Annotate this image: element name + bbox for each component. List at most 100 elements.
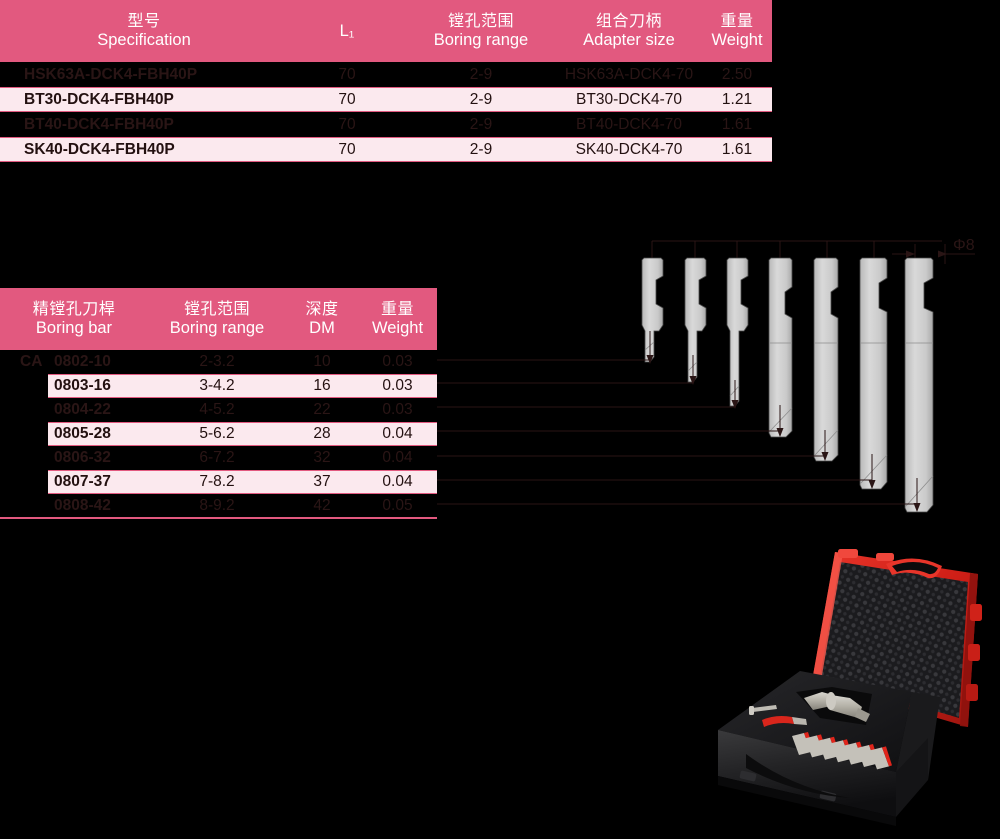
col-boring-bar: 精镗孔刀桿 Boring bar [0,288,148,350]
table-row: CA 0802-10 2-3.2 10 0.03 [0,350,437,374]
cell-boring-bar: 0807-37 [0,469,148,495]
leader-line-5 [437,452,829,461]
col-boring-range-en: Boring range [433,30,529,49]
boring-bar-table: 精镗孔刀桿 Boring bar 镗孔范围 Boring range 深度 DM… [0,288,437,518]
col-depth-dm-en: DM [309,318,335,337]
cell-boring-bar-value: 0807-37 [54,473,111,491]
cell-adapter-size: SK40-DCK4-70 [556,137,702,162]
cell-depth-dm: 42 [313,497,331,515]
cell-boring-range: 7-8.2 [148,470,286,494]
cell-weight: 2.50 [721,65,753,83]
table-row: 0806-32 6-7.2 32 0.04 [0,446,437,470]
col-adapter-size-en: Adapter size [583,30,675,49]
cell-adapter-size: HSK63A-DCK4-70 [564,65,694,83]
cell-boring-bar-value: 0805-28 [54,425,111,443]
leader-line-7 [437,503,921,512]
boring-bar-shape-4 [768,257,793,438]
col-weight: 重量 Weight [702,0,772,62]
col-depth-dm: 深度 DM [286,288,358,350]
col-l1: L₁ [288,0,406,62]
col-boring-range-cn: 镗孔范围 [447,12,514,30]
tool-set-in-foam [749,687,892,770]
boring-bar-shape-6 [859,257,888,490]
leader-line-1 [437,355,654,364]
cell-weight: 1.21 [702,87,772,112]
cell-weight: 0.03 [358,374,437,398]
col-boring-range-en: Boring range [169,318,265,337]
cell-boring-range: 5-6.2 [148,422,286,446]
table-row: BT40-DCK4-FBH40P 70 2-9 BT40-DCK4-70 1.6… [0,112,772,137]
cell-weight: 0.04 [358,422,437,446]
cell-boring-range: 2-9 [469,65,493,83]
cell-boring-range: 8-9.2 [199,497,235,515]
bar-table-head: 精镗孔刀桿 Boring bar 镗孔范围 Boring range 深度 DM… [0,288,437,350]
cell-adapter-size: BT30-DCK4-70 [556,87,702,112]
cell-depth-dm: 28 [286,422,358,446]
cell-weight: 0.04 [358,470,437,494]
bar-header-row: 精镗孔刀桿 Boring bar 镗孔范围 Boring range 深度 DM… [0,288,437,350]
table-row: 0808-42 8-9.2 42 0.05 [0,494,437,518]
table-row: 0805-28 5-6.2 28 0.04 [0,421,437,447]
cell-boring-bar: 0804-22 [0,398,148,422]
col-weight-cn: 重量 [720,12,754,30]
boring-bar-dimension-drawing: Φ8 [437,230,1000,520]
cell-specification: HSK63A-DCK4-FBH40P [24,65,198,83]
cell-boring-range: 2-9 [406,87,556,112]
cell-boring-bar-value: 0802-10 [54,353,111,371]
col-adapter-size-cn: 组合刀柄 [595,12,662,30]
boring-bar-shape-3 [726,257,749,407]
cell-boring-range: 2-9 [406,137,556,162]
spec-table-body: HSK63A-DCK4-FBH40P 70 2-9 HSK63A-DCK4-70… [0,62,772,162]
cell-boring-range: 2-9 [469,115,493,133]
cell-depth-dm: 37 [286,470,358,494]
cell-weight: 1.61 [721,115,753,133]
diameter-dimension [892,244,975,264]
leader-line-2 [437,376,697,385]
bar-table-bottom-rule [0,517,437,519]
cell-depth-dm: 10 [313,353,331,371]
cell-l1: 70 [288,137,406,162]
cell-depth-dm: 16 [286,374,358,398]
cell-boring-range: 6-7.2 [199,449,235,467]
col-boring-range: 镗孔范围 Boring range [406,0,556,62]
leader-line-4 [437,428,784,437]
cell-boring-bar: 0805-28 [0,421,148,447]
leader-line-3 [437,400,739,409]
cell-boring-bar-value: 0803-16 [54,377,111,395]
cell-l1: 70 [338,115,356,133]
col-weight: 重量 Weight [358,288,437,350]
cell-boring-range: 3-4.2 [148,374,286,398]
col-boring-range: 镗孔范围 Boring range [148,288,286,350]
cell-boring-bar: 0808-42 [0,494,148,518]
spec-table-head: 型号 Specification L₁ 镗孔范围 Boring range 组合… [0,0,772,62]
tool-case-product-photo [700,540,1000,839]
table-row: 0804-22 4-5.2 22 0.03 [0,398,437,422]
col-adapter-size: 组合刀柄 Adapter size [556,0,702,62]
boring-bar-shape-2 [684,257,707,383]
table-row: HSK63A-DCK4-FBH40P 70 2-9 HSK63A-DCK4-70… [0,62,772,87]
diameter-label: Φ8 [953,237,975,254]
cell-boring-bar: CA 0802-10 [0,350,148,374]
cell-l1: 70 [288,87,406,112]
bar-table-body: CA 0802-10 2-3.2 10 0.03 0803-16 3-4.2 1… [0,350,437,518]
cell-weight: 0.04 [382,449,413,467]
cell-boring-bar-value: 0806-32 [54,449,111,467]
col-l1-en: L₁ [339,21,355,40]
cell-boring-bar-value: 0804-22 [54,401,111,419]
boring-bar-shape-7 [904,257,934,513]
col-weight-en: Weight [371,318,424,337]
cell-weight: 0.03 [382,353,413,371]
cell-adapter-size: BT40-DCK4-70 [576,115,682,133]
cell-depth-dm: 32 [313,449,331,467]
col-boring-bar-cn: 精镗孔刀桿 [32,300,116,318]
boring-bar-shape-1 [641,257,664,363]
col-specification-en: Specification [97,30,191,49]
cell-specification: BT30-DCK4-FBH40P [0,87,288,112]
col-depth-dm-cn: 深度 [305,300,339,318]
cell-specification: SK40-DCK4-FBH40P [0,137,288,162]
col-weight-en: Weight [711,30,763,49]
adapter-specification-table: 型号 Specification L₁ 镗孔范围 Boring range 组合… [0,0,772,162]
cell-depth-dm: 22 [313,401,331,419]
cell-specification: BT40-DCK4-FBH40P [24,115,174,133]
cell-weight: 0.05 [382,497,413,515]
